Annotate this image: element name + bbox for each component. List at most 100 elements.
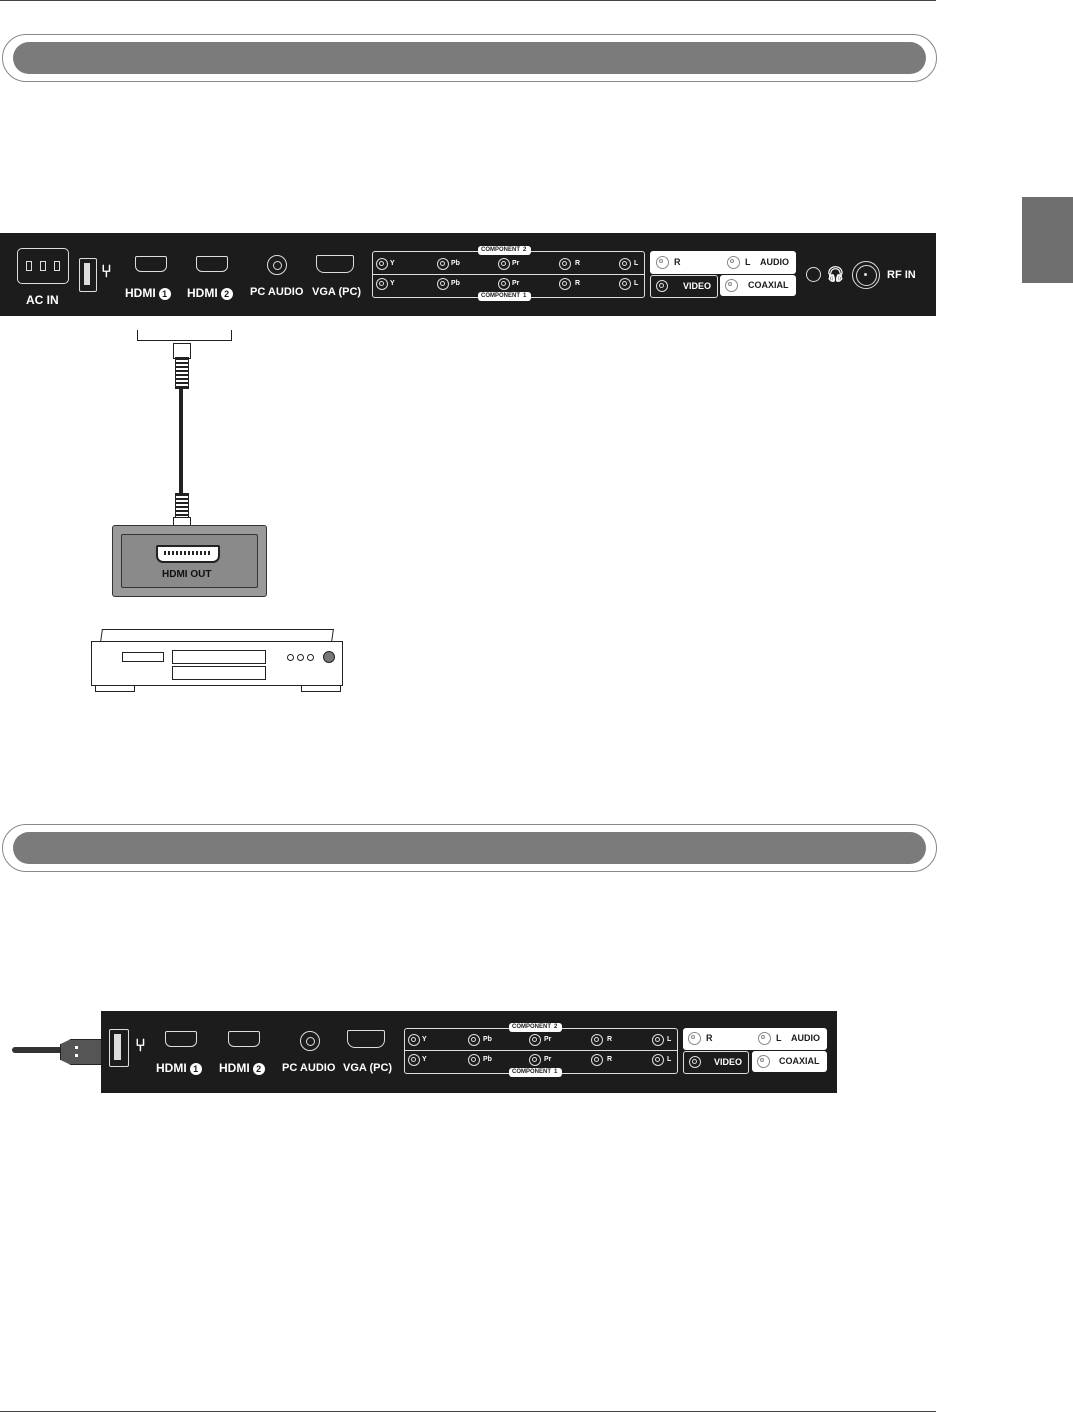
comp2-pr-label: Pr <box>512 260 520 267</box>
section-banner-1-fill <box>13 42 926 74</box>
comp1-r-label: R <box>575 280 581 287</box>
vga-port-2[interactable] <box>347 1030 385 1048</box>
audio-l-label: L <box>745 257 751 267</box>
comp2-y-jack-2[interactable] <box>408 1034 420 1046</box>
coaxial-box-2: COAXIAL <box>752 1051 827 1072</box>
headphone-jack[interactable] <box>806 267 821 282</box>
comp2-l-jack-2[interactable] <box>652 1034 664 1046</box>
comp1-l-label-2: L <box>667 1056 672 1063</box>
comp1-r-jack[interactable] <box>559 278 571 290</box>
device-hdmi-panel: HDMI OUT <box>112 525 267 597</box>
rf-in-jack[interactable] <box>852 261 880 289</box>
comp1-pb-jack[interactable] <box>437 278 449 290</box>
video-label: VIDEO <box>683 281 712 291</box>
comp2-l-label: L <box>634 260 639 267</box>
vga-port[interactable] <box>316 255 354 273</box>
hdmi-bracket <box>137 330 232 341</box>
section-banner-1 <box>2 34 937 82</box>
comp2-pr-jack-2[interactable] <box>529 1034 541 1046</box>
comp2-r-jack[interactable] <box>559 258 571 270</box>
pc-audio-label: PC AUDIO <box>250 286 304 298</box>
hdmi-cable <box>179 388 183 493</box>
comp1-r-jack-2[interactable] <box>591 1054 603 1066</box>
comp2-pr-jack[interactable] <box>498 258 510 270</box>
coaxial-label: COAXIAL <box>748 280 789 290</box>
comp2-y-label: Y <box>390 260 395 267</box>
coaxial-jack[interactable] <box>725 279 738 292</box>
ac-in-socket <box>17 248 69 284</box>
ac-in-label: AC IN <box>26 293 59 307</box>
audio-r-jack-2[interactable] <box>688 1032 701 1045</box>
audio-in-box-2: R L AUDIO <box>683 1028 827 1050</box>
video-label-2: VIDEO <box>714 1057 743 1067</box>
coaxial-box: COAXIAL <box>720 275 796 296</box>
top-rule <box>0 0 936 1</box>
comp2-r-label: R <box>575 260 581 267</box>
video-in-box: VIDEO <box>650 275 718 298</box>
usb-port-2[interactable] <box>109 1029 129 1067</box>
comp1-pr-jack[interactable] <box>498 278 510 290</box>
comp2-y-jack[interactable] <box>376 258 388 270</box>
comp1-pb-jack-2[interactable] <box>468 1054 480 1066</box>
comp2-l-label-2: L <box>667 1036 672 1043</box>
usb-port[interactable] <box>79 258 97 292</box>
audio-r-label-2: R <box>706 1033 713 1043</box>
audio-label: AUDIO <box>760 257 789 267</box>
comp1-pr-label: Pr <box>512 280 520 287</box>
comp1-r-label-2: R <box>607 1056 613 1063</box>
comp2-pb-jack[interactable] <box>437 258 449 270</box>
comp1-y-jack[interactable] <box>376 278 388 290</box>
video-jack-2[interactable] <box>689 1056 701 1068</box>
pc-audio-jack-2[interactable] <box>300 1031 320 1051</box>
headphone-icon: 🎧︎ <box>826 266 846 283</box>
audio-in-box: R L AUDIO <box>650 251 796 274</box>
comp1-l-jack-2[interactable] <box>652 1054 664 1066</box>
hdmi2-port[interactable] <box>196 256 228 272</box>
comp2-pb-jack-2[interactable] <box>468 1034 480 1046</box>
hdmi1-port[interactable] <box>135 256 167 272</box>
component1-tag-2: COMPONENT 1 <box>509 1068 562 1077</box>
audio-r-jack[interactable] <box>656 256 669 269</box>
hdmi-out-port[interactable] <box>156 545 220 563</box>
video-jack[interactable] <box>656 280 668 292</box>
comp2-pb-label: Pb <box>451 260 460 267</box>
usb-plug <box>60 1039 104 1065</box>
hdmi1-port-2[interactable] <box>165 1031 197 1047</box>
comp1-y-label-2: Y <box>422 1056 427 1063</box>
hdmi2-port-2[interactable] <box>228 1031 260 1047</box>
usb-icon-2: ⑂ <box>135 1035 146 1055</box>
comp2-pb-label-2: Pb <box>483 1036 492 1043</box>
comp2-r-jack-2[interactable] <box>591 1034 603 1046</box>
component-inputs <box>372 251 645 298</box>
comp2-l-jack[interactable] <box>619 258 631 270</box>
comp1-l-jack[interactable] <box>619 278 631 290</box>
hdmi-cable-bottom-boot <box>175 493 189 519</box>
comp1-y-jack-2[interactable] <box>408 1054 420 1066</box>
component2-tag-2: COMPONENT 2 <box>509 1023 562 1032</box>
usb-cable <box>12 1047 64 1053</box>
audio-label-2: AUDIO <box>791 1033 820 1043</box>
pc-audio-label-2: PC AUDIO <box>282 1062 336 1074</box>
coaxial-label-2: COAXIAL <box>779 1056 820 1066</box>
comp1-pr-jack-2[interactable] <box>529 1054 541 1066</box>
section-banner-2-fill <box>13 832 926 864</box>
comp1-pb-label-2: Pb <box>483 1056 492 1063</box>
video-in-box-2: VIDEO <box>683 1051 749 1074</box>
comp1-pr-label-2: Pr <box>544 1056 552 1063</box>
comp2-y-label-2: Y <box>422 1036 427 1043</box>
audio-r-label: R <box>674 257 681 267</box>
pc-audio-jack[interactable] <box>267 255 287 275</box>
vga-label: VGA (PC) <box>312 286 362 298</box>
vga-label-2: VGA (PC) <box>343 1062 393 1074</box>
component1-tag: COMPONENT 1 <box>478 292 531 301</box>
coaxial-jack-2[interactable] <box>757 1055 770 1068</box>
dvd-player <box>89 629 346 692</box>
audio-l-jack[interactable] <box>727 256 740 269</box>
audio-l-jack-2[interactable] <box>758 1032 771 1045</box>
section-banner-2 <box>2 824 937 872</box>
